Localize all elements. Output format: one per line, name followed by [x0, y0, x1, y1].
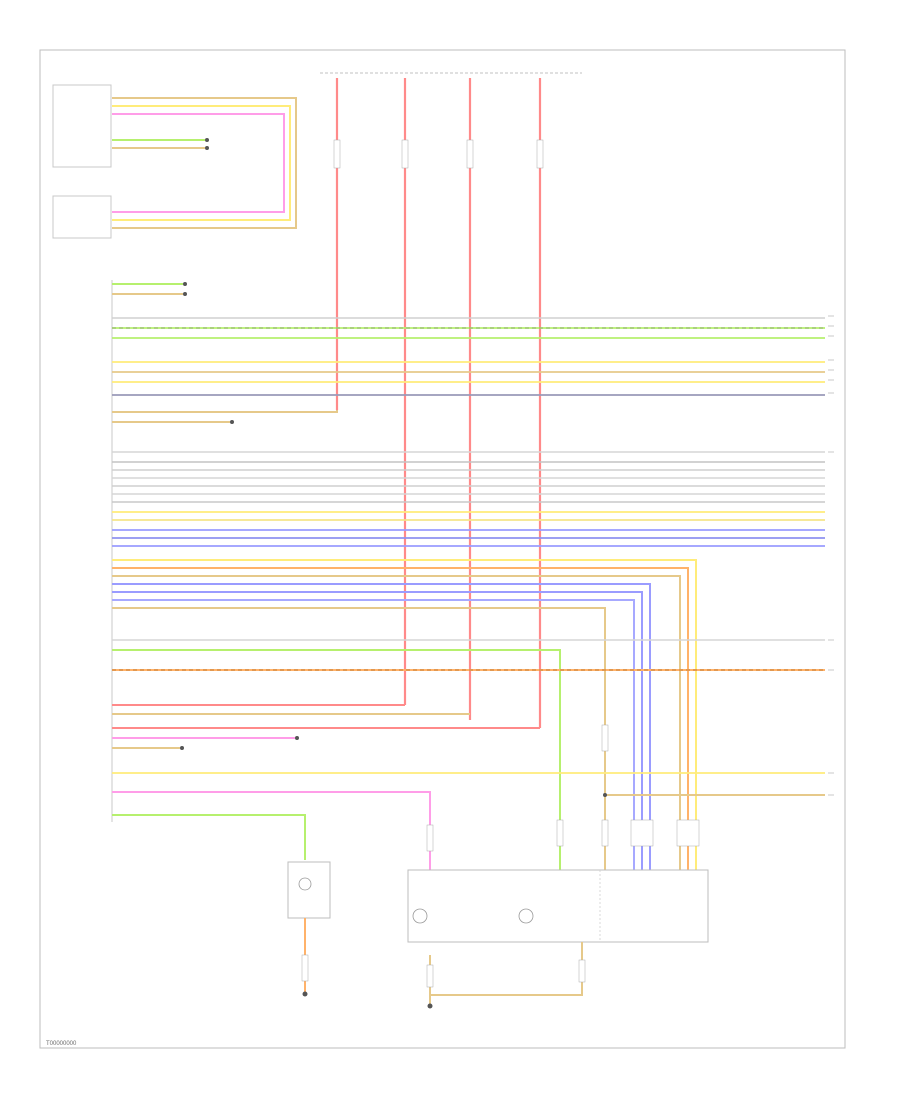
wire-tag [401, 139, 409, 169]
wire-tag [578, 959, 586, 983]
footer-code: T00000000 [46, 1041, 77, 1047]
wire-tag [601, 819, 609, 847]
splice-dot [603, 793, 607, 797]
splice-dot [180, 746, 184, 750]
connector-ticks-right [828, 315, 834, 796]
wire-tan-to-fuse [112, 410, 338, 413]
splice-dot [183, 282, 187, 286]
wire-tan-to-headlight [112, 575, 681, 870]
headlight-box [407, 869, 709, 943]
splice-dot [183, 292, 187, 296]
wire-pink-to-headlight [112, 791, 431, 870]
wire-tag [466, 139, 474, 169]
wire-tag [556, 819, 564, 847]
component-box-top-left [52, 84, 112, 168]
splice-dot [295, 736, 299, 740]
wire-yellow-to-headlight [112, 559, 697, 870]
wire-blue-to-headlight [112, 591, 643, 870]
diagram-frame [39, 49, 846, 1049]
splice-dot [230, 420, 234, 424]
component-box-second-left [52, 195, 112, 239]
wire-tag [601, 724, 609, 752]
wire-pink-top [112, 113, 285, 213]
wire-tag [536, 139, 544, 169]
wire-tag [676, 819, 700, 847]
wire-tag [333, 139, 341, 169]
wire-tag [426, 824, 434, 852]
wire-green-to-headlight [112, 649, 561, 870]
bulb-icon [412, 908, 428, 924]
wire-tan-top [112, 97, 297, 229]
bulb-icon [298, 877, 312, 891]
ground-point [427, 1003, 433, 1009]
wire-tan-to-headlight [112, 607, 606, 870]
splice-dot [205, 138, 209, 142]
wire-tag [301, 954, 309, 982]
wire-orange-to-headlight [112, 567, 689, 870]
wire-blue-to-headlight [112, 599, 635, 870]
splice-dot [205, 146, 209, 150]
wire-blue-to-headlight [112, 583, 651, 870]
wire-tan-ground [429, 942, 583, 996]
wire-green-to-tail-light [112, 814, 306, 860]
tail-light-box [287, 861, 331, 919]
bulb-icon [518, 908, 534, 924]
wire-tag [630, 819, 654, 847]
wire-tag [426, 964, 434, 988]
wire-yellow-top [112, 105, 291, 221]
ground-point [302, 991, 308, 997]
